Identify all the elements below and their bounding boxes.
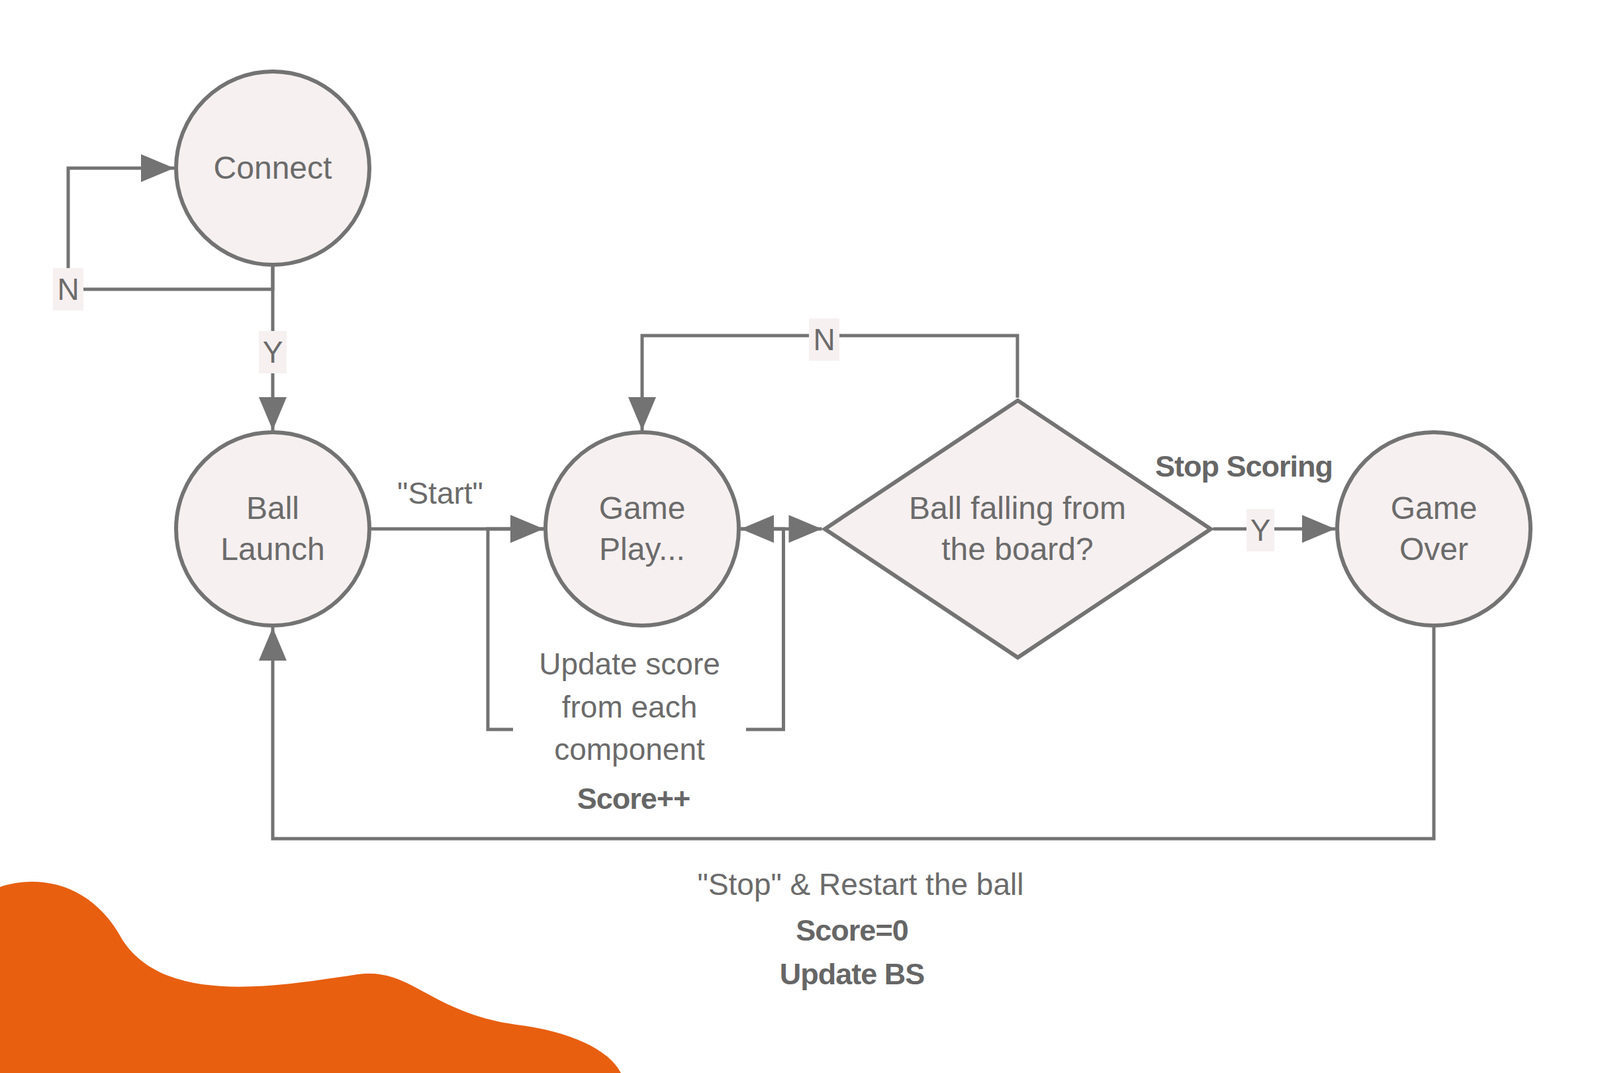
node-outline bbox=[174, 430, 372, 628]
annotation: Update BS bbox=[779, 956, 925, 993]
node-label: Game Play... bbox=[575, 487, 709, 571]
edge-label: Y bbox=[1246, 509, 1275, 552]
edge-label: N bbox=[52, 268, 83, 311]
annotation: Score++ bbox=[577, 781, 691, 817]
annotation: Stop Scoring bbox=[1155, 448, 1333, 485]
node-shape bbox=[176, 432, 370, 626]
node-outline bbox=[1335, 430, 1533, 628]
node-label: Game Over bbox=[1367, 487, 1501, 571]
node-shape bbox=[824, 400, 1211, 658]
node-text: Game Play... bbox=[575, 487, 709, 571]
state-circle: Game Play... bbox=[543, 430, 741, 628]
node-text: Game Over bbox=[1367, 487, 1501, 571]
annotation: Score=0 bbox=[795, 912, 908, 949]
edge-label: Update score from each component bbox=[513, 642, 747, 771]
node-text: Connect bbox=[213, 147, 333, 189]
state-circle: Connect bbox=[174, 69, 372, 267]
node-shape bbox=[176, 71, 370, 265]
node-label: Ball falling from the board? bbox=[891, 487, 1144, 571]
node-shape bbox=[1337, 432, 1531, 626]
node-shape bbox=[545, 432, 739, 626]
node-text: Ball Launch bbox=[206, 487, 339, 571]
node-outline bbox=[543, 430, 741, 628]
flow-arrow bbox=[272, 627, 1434, 839]
edge-label: Y bbox=[258, 330, 288, 374]
decision-diamond: Ball falling from the board? bbox=[822, 397, 1214, 660]
node-text: Ball falling from the board? bbox=[891, 487, 1144, 571]
state-circle: Ball Launch bbox=[174, 430, 372, 628]
edge-label: "Stop" & Restart the ball bbox=[693, 863, 1029, 906]
edge-label: "Start" bbox=[393, 471, 488, 515]
state-circle: Game Over bbox=[1335, 430, 1533, 628]
node-outline bbox=[822, 397, 1214, 660]
node-label: Ball Launch bbox=[206, 487, 339, 571]
orange-blob-shape bbox=[0, 881, 621, 1073]
node-label: Connect bbox=[213, 147, 333, 189]
edge-label: N bbox=[808, 318, 839, 361]
